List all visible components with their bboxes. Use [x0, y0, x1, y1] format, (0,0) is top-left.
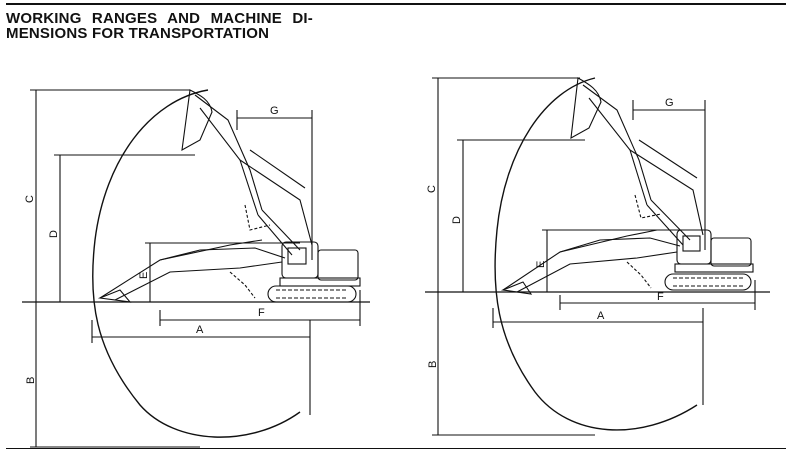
page-title-line-2: MENSIONS FOR TRANSPORTATION: [6, 25, 270, 42]
dimension-label-a: A: [597, 310, 605, 322]
dimension-label-g: G: [270, 105, 279, 117]
dimension-label-b: B: [25, 377, 37, 384]
top-rule: [6, 3, 786, 5]
dimension-label-e: E: [535, 261, 547, 268]
dimension-label-e: E: [138, 272, 150, 279]
dimension-label-d: D: [451, 216, 463, 224]
dimension-label-b: B: [427, 361, 439, 368]
working-range-diagram-right: C D B E G F A: [425, 77, 770, 436]
bottom-rule: [6, 448, 786, 449]
working-range-diagram-left: C D B E G F A: [22, 89, 370, 448]
dimension-label-a: A: [196, 324, 204, 336]
dimension-label-c: C: [24, 195, 36, 203]
page-title: WORKING RANGES AND MACHINE DI- MENSIONS …: [6, 11, 313, 41]
dimension-label-f: F: [258, 307, 265, 319]
dimension-label-f: F: [657, 291, 664, 303]
dimension-label-d: D: [48, 230, 60, 238]
page-title-line-1: WORKING RANGES AND MACHINE DI-: [6, 10, 313, 27]
dimension-label-c: C: [426, 185, 438, 193]
dimension-label-g: G: [665, 97, 674, 109]
